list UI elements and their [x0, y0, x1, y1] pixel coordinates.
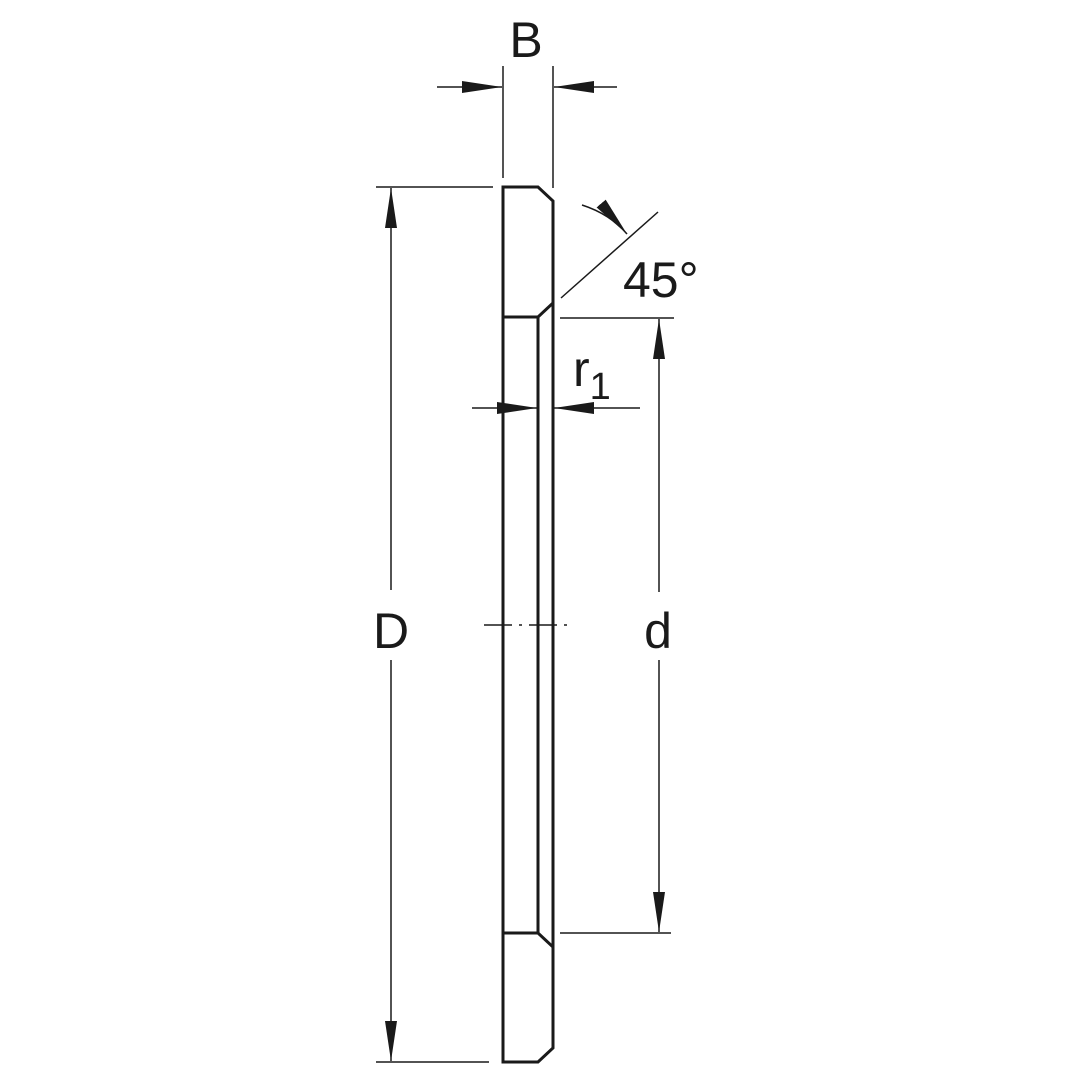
- dimension-outer-diameter: D: [373, 186, 493, 1063]
- washer-section-top: [501, 185, 555, 319]
- dimension-width: B: [437, 12, 617, 188]
- dimension-label-B: B: [509, 12, 542, 68]
- dimension-label-D: D: [373, 603, 409, 659]
- chamfer-angle-label: 45°: [623, 252, 699, 308]
- chamfer-r1-label: r1: [573, 341, 611, 408]
- dimension-chamfer-r1: r1: [472, 341, 640, 414]
- washer-section-bottom: [501, 931, 555, 1064]
- dimension-bore-diameter: d: [560, 317, 674, 934]
- chamfer-r-letter: r: [573, 341, 590, 397]
- dimension-label-d: d: [644, 603, 672, 659]
- chamfer-angle-annotation: 45°: [560, 199, 699, 308]
- chamfer-r-subscript: 1: [590, 366, 611, 408]
